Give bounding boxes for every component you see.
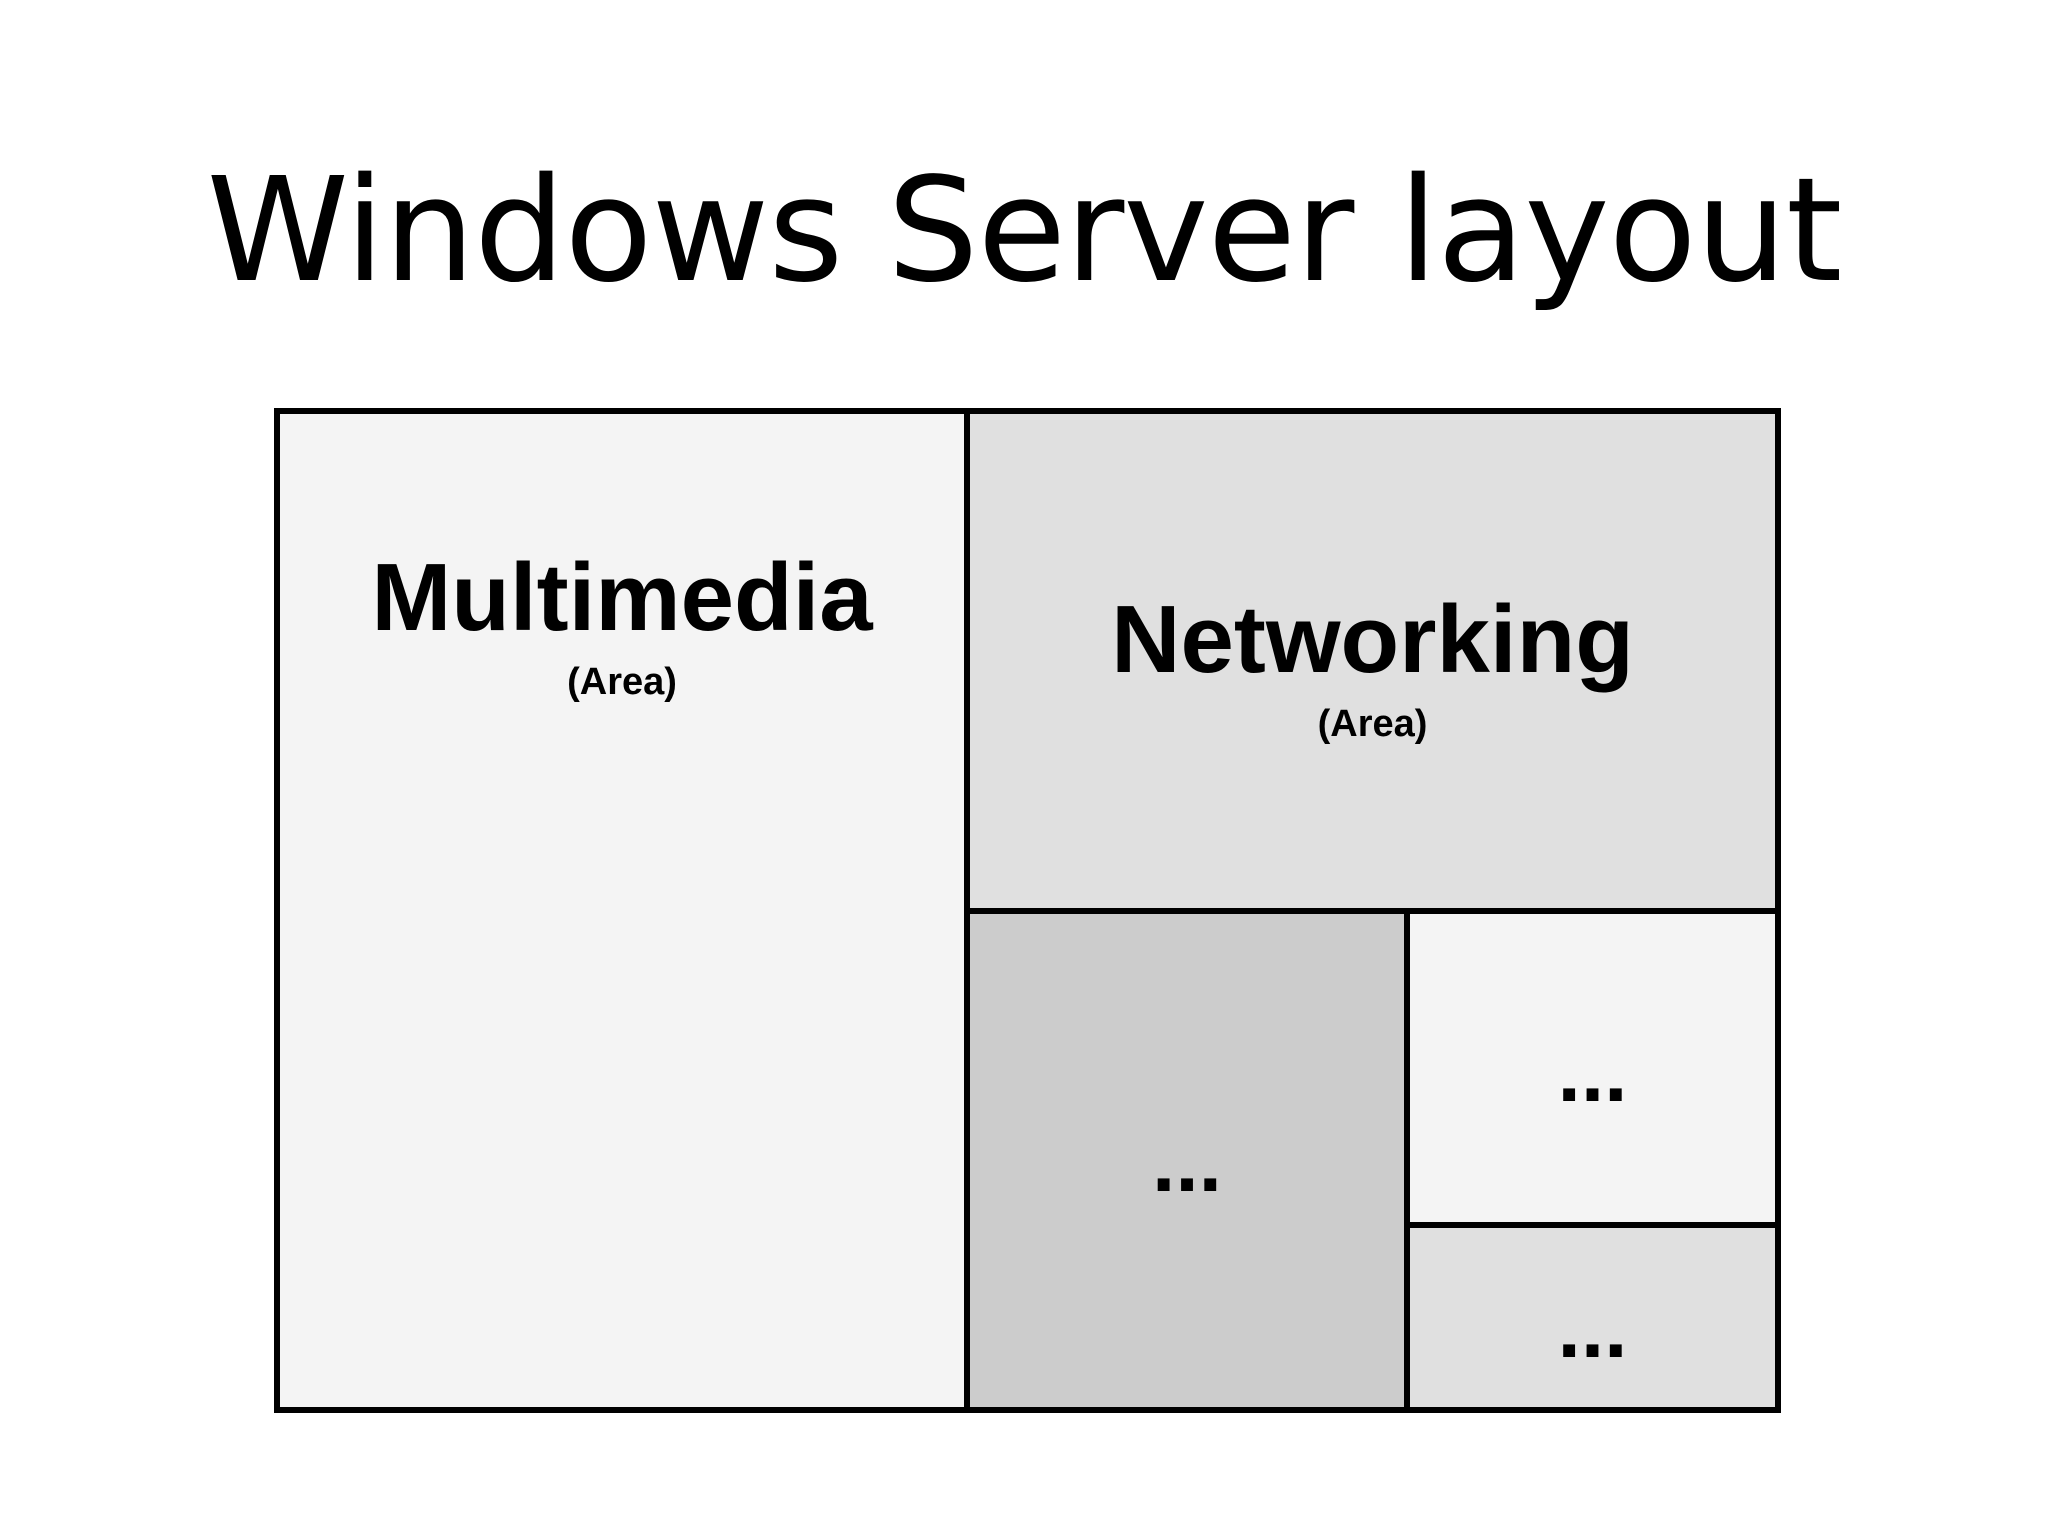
area-unnamed-large: ... xyxy=(964,908,1410,1413)
treemap-diagram: Multimedia (Area) Networking (Area) ... … xyxy=(274,408,1781,1413)
page-title: Windows Server layout xyxy=(206,146,1843,314)
area-unnamed-top-right-label: ... xyxy=(1557,1025,1628,1119)
area-unnamed-bottom-right: ... xyxy=(1404,1222,1781,1413)
area-unnamed-top-right: ... xyxy=(1404,908,1781,1228)
area-unnamed-bottom-right-label: ... xyxy=(1557,1281,1628,1375)
area-networking: Networking (Area) xyxy=(964,408,1781,914)
area-networking-subtitle: (Area) xyxy=(1317,703,1428,745)
area-multimedia-subtitle: (Area) xyxy=(567,661,677,703)
area-networking-label: Networking xyxy=(1111,586,1634,693)
area-multimedia-label: Multimedia xyxy=(371,544,873,651)
area-unnamed-large-label: ... xyxy=(1151,1115,1222,1209)
area-multimedia: Multimedia (Area) xyxy=(274,408,970,1413)
